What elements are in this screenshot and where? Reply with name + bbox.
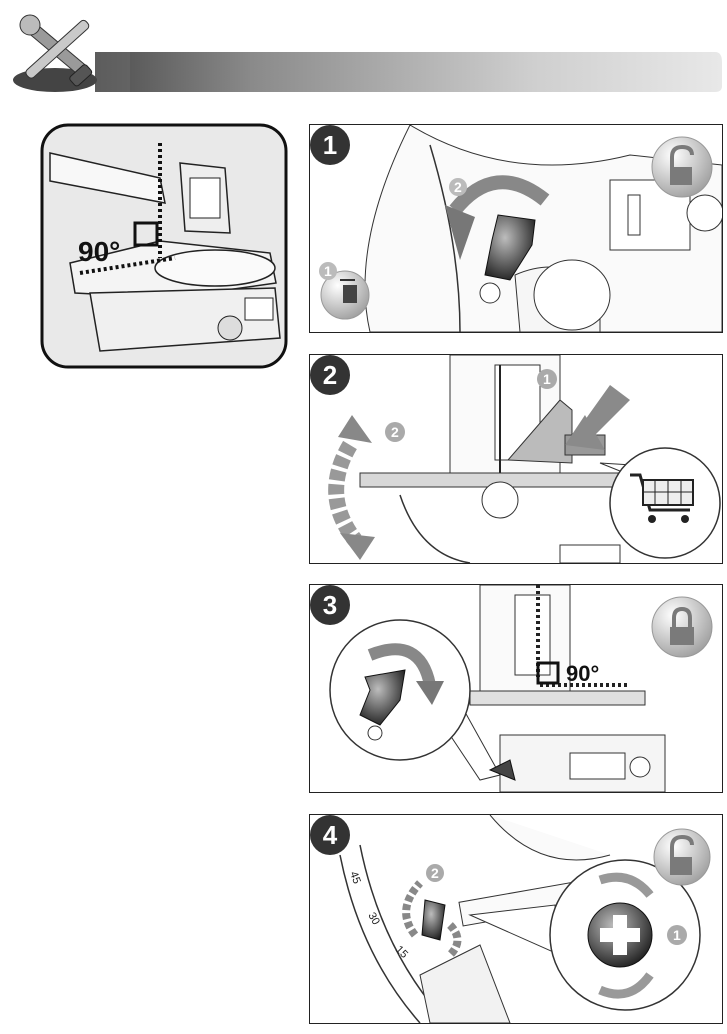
step-1-panel: 1 2 1 [309,124,723,333]
scale-label-45: 45 [347,870,362,886]
overview-angle-label: 90° [78,236,120,267]
scale-label-30: 30 [365,911,382,928]
step-1-marker-1: 1 [324,263,332,279]
step-4-marker-2: 2 [431,865,439,881]
header-bar [13,14,722,92]
overview-panel: 90° [40,123,288,369]
step-1-marker-2: 2 [454,179,462,195]
cart-icon [630,473,694,523]
step-2-marker-1: 1 [543,371,551,387]
tools-icon [13,14,97,92]
scale-label-15: 15 [393,944,410,961]
step-2-badge: 2 [310,355,350,395]
step-1-badge: 1 [310,125,350,165]
step-2-panel: 1 2 2 [309,354,723,564]
step-4-marker-1: 1 [673,927,681,943]
step-3-panel: 90° 3 [309,584,723,793]
step-3-badge: 3 [310,585,350,625]
step-2-marker-2: 2 [391,424,399,440]
step-4-panel: 45 30 15 0 2 1 4 [309,814,723,1024]
step-4-badge: 4 [310,815,350,855]
step-3-angle-label: 90° [566,661,599,686]
